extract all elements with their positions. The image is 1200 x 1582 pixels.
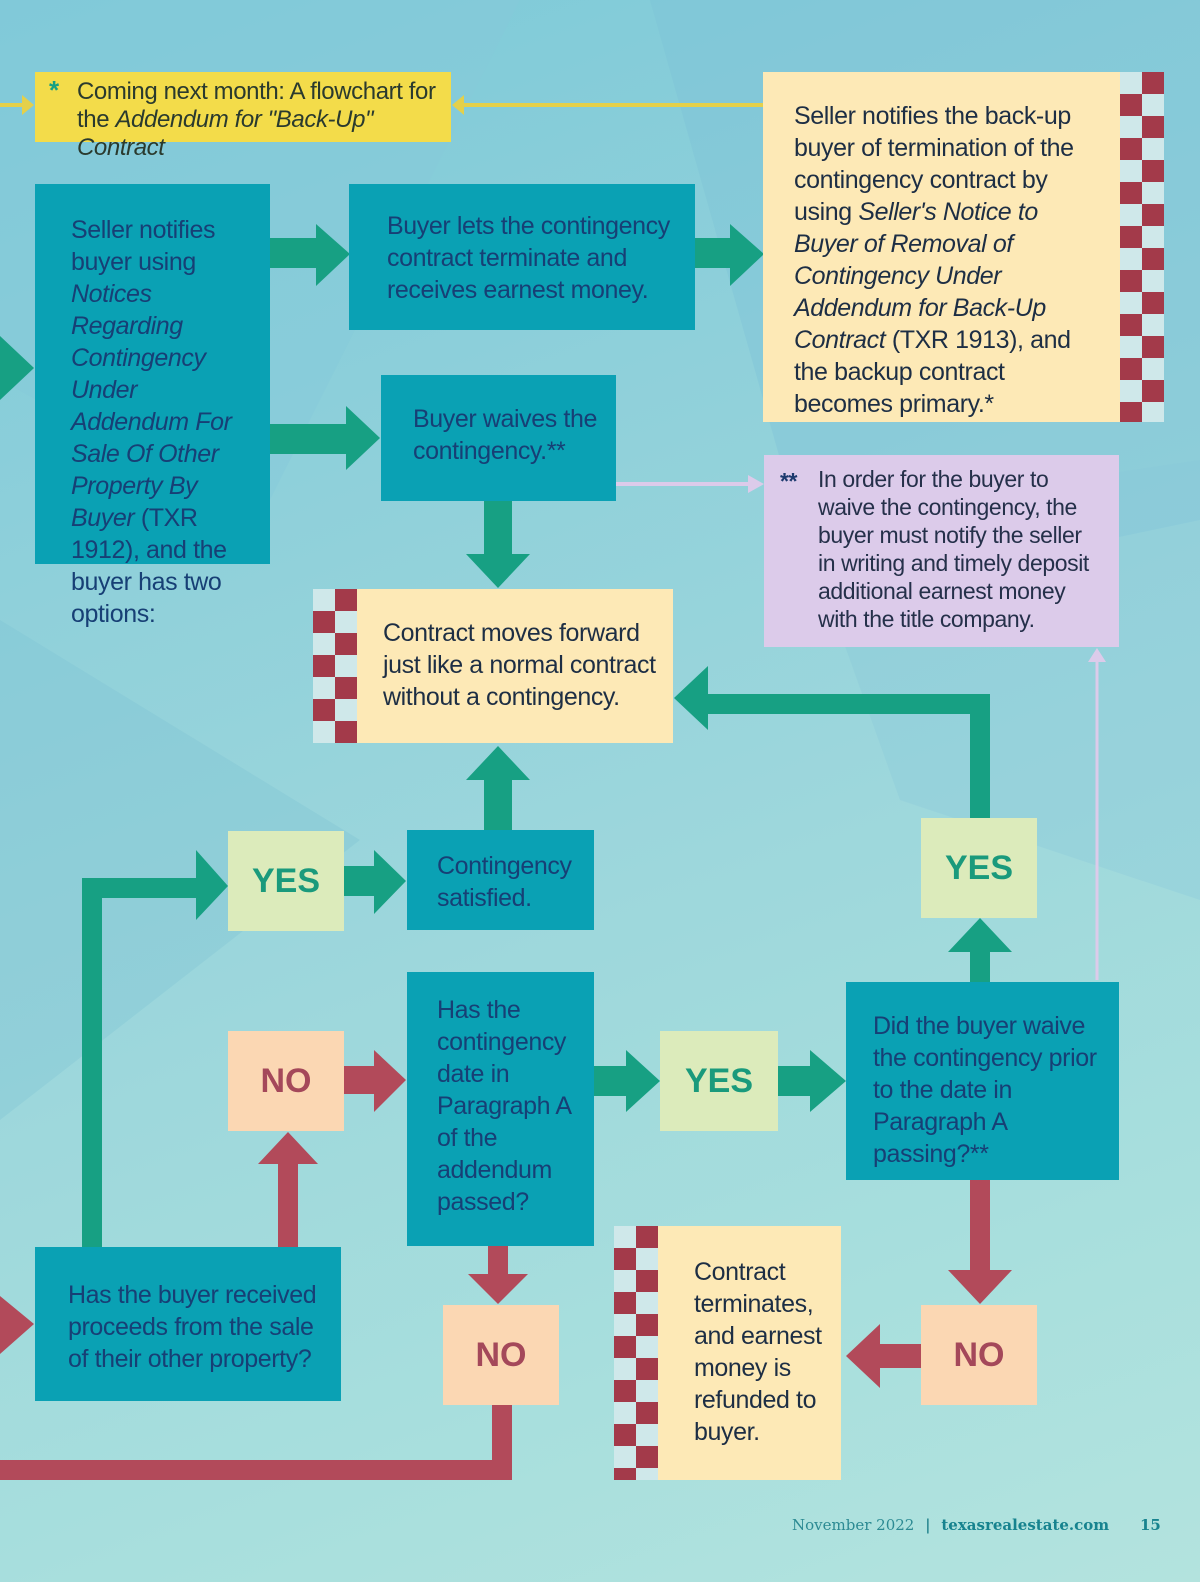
yes-arrows	[0, 224, 1012, 1248]
no-text: NO	[260, 1061, 312, 1100]
banner-line-2-prefix: the	[77, 106, 116, 133]
page-number: 15	[1139, 1516, 1161, 1534]
checker-pattern	[614, 1226, 658, 1480]
yes-label-proceeds: YES	[228, 831, 344, 931]
backup-notice-box: Seller notifies the back-up buyer of ter…	[763, 72, 1120, 422]
yes-text: YES	[944, 848, 1014, 887]
waived-prior-question-text: Did the buyer waive the contingency prio…	[873, 1012, 1097, 1168]
no-label-proceeds: NO	[228, 1031, 344, 1131]
checker-pattern	[313, 589, 357, 743]
no-label-date-passed: NO	[443, 1305, 559, 1405]
yes-label-waived: YES	[921, 818, 1037, 918]
moves-forward-box: Contract moves forward just like a norma…	[357, 589, 673, 743]
received-proceeds-question-text: Has the buyer received proceeds from the…	[68, 1281, 317, 1373]
buyer-waives-box: Buyer waives the contingency.**	[381, 375, 616, 501]
no-text: NO	[953, 1335, 1005, 1374]
no-text: NO	[475, 1335, 527, 1374]
terminates-refund-box: Contract terminates, and earnest money i…	[658, 1226, 841, 1480]
banner-connector-right	[452, 95, 764, 115]
banner-line-1: Coming next month: A flowchart for	[77, 78, 436, 105]
backup-notice-text: Seller notifies the back-up buyer of ter…	[794, 102, 1074, 226]
waived-prior-question-box: Did the buyer waive the contingency prio…	[846, 982, 1119, 1180]
buyer-terminates-text: Buyer lets the contingency contract term…	[387, 212, 670, 304]
yes-text: YES	[684, 1061, 754, 1100]
footer-separator: |	[925, 1516, 931, 1534]
moves-forward-text: Contract moves forward just like a norma…	[383, 619, 656, 711]
banner-connector-left	[0, 95, 34, 115]
issue-date: November 2022	[792, 1516, 915, 1534]
waive-footnote-box: ** In order for the buyer to waive the c…	[764, 455, 1119, 647]
note-connectors	[616, 475, 1106, 980]
seller-notifies-text: Seller notifies buyer using	[71, 216, 216, 276]
date-passed-question-text: Has the contingency date in Paragraph A …	[437, 996, 571, 1216]
banner-line-2-title: Addendum for "Back-Up" Contract	[77, 106, 374, 161]
yes-label-date-passed: YES	[660, 1031, 778, 1131]
site-link[interactable]: texasrealestate.com	[941, 1516, 1110, 1534]
no-arrows	[0, 1050, 1012, 1480]
page-footer: November 2022 | texasrealestate.com 15	[792, 1516, 1161, 1534]
date-passed-question-box: Has the contingency date in Paragraph A …	[407, 972, 594, 1246]
double-asterisk-icon: **	[780, 468, 798, 494]
seller-notifies-options: (TXR 1912), and the buyer has two option…	[71, 504, 227, 628]
buyer-waives-text: Buyer waives the contingency.**	[413, 405, 597, 465]
waive-footnote-text: In order for the buyer to waive the cont…	[818, 466, 1089, 632]
contingency-satisfied-text: Contingency satisfied.	[437, 852, 572, 912]
terminates-refund-text: Contract terminates, and earnest money i…	[694, 1258, 822, 1446]
asterisk-icon: *	[49, 75, 59, 105]
seller-notifies-form-title: Notices Regarding Contingency Under Adde…	[71, 280, 232, 532]
seller-notifies-box: Seller notifies buyer using Notices Rega…	[35, 184, 270, 628]
coming-next-month-banner: * Coming next month: A flowchart for the…	[35, 72, 451, 161]
contingency-satisfied-box: Contingency satisfied.	[407, 830, 594, 930]
yes-text: YES	[251, 861, 321, 900]
backup-notice-result: (TXR 1913), and the backup contract beco…	[794, 326, 1071, 418]
no-label-waived: NO	[921, 1305, 1037, 1405]
buyer-terminates-box: Buyer lets the contingency contract term…	[349, 184, 695, 330]
backup-notice-form-title: Seller's Notice to Buyer of Removal of C…	[794, 198, 1046, 354]
received-proceeds-question-box: Has the buyer received proceeds from the…	[35, 1247, 341, 1401]
checker-pattern	[1120, 72, 1164, 422]
